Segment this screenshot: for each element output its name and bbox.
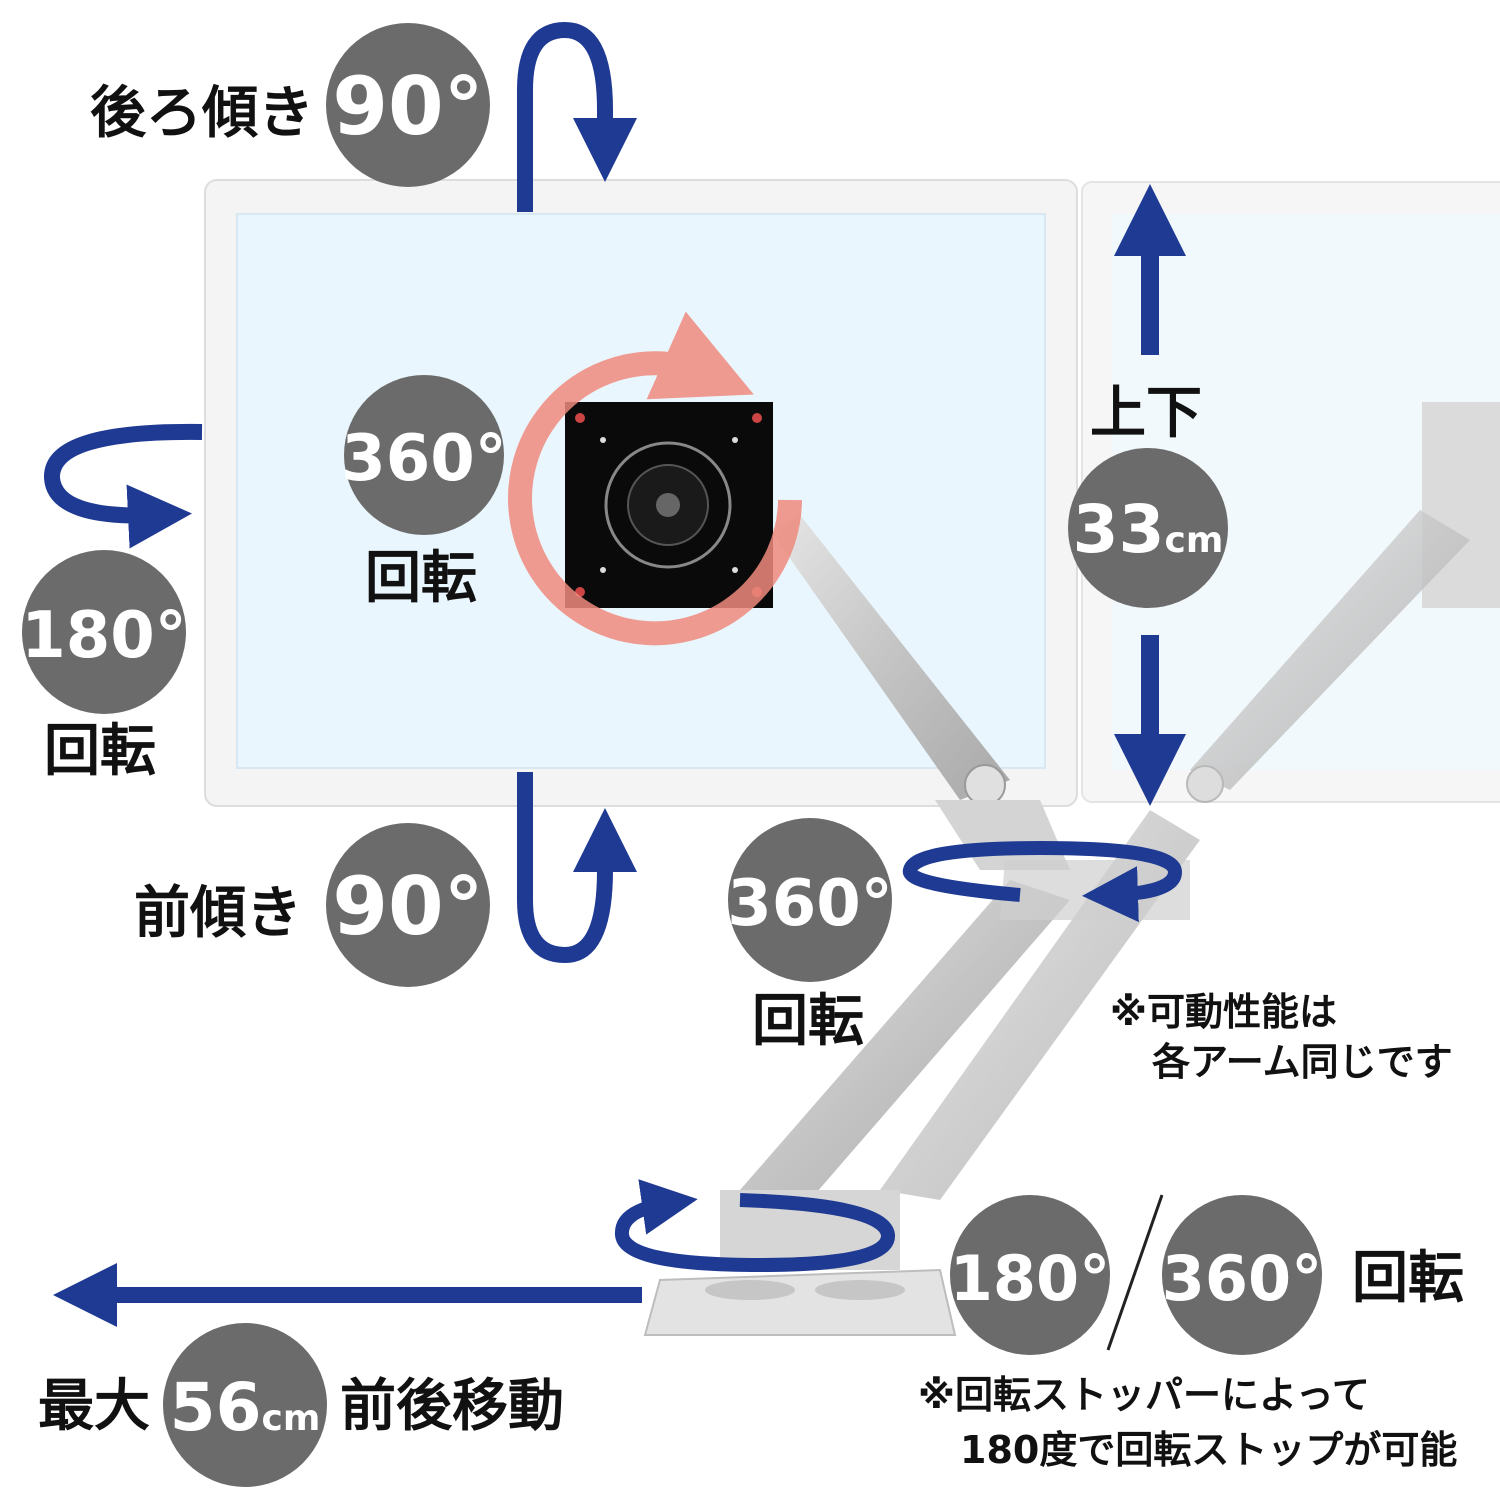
base-rotation-degrees-180: 180° — [950, 1242, 1110, 1315]
tilt-back-arrow — [517, 21, 637, 212]
height-number: 33 — [1073, 491, 1165, 568]
note-same-line2: 各アーム同じです — [1152, 1040, 1453, 1084]
badge-divider — [1106, 1194, 1164, 1351]
depth-number: 56 — [170, 1369, 262, 1446]
depth-prefix: 最大 — [38, 1374, 150, 1439]
elbow-rotation-badge — [728, 818, 892, 982]
base-rotation-degrees-360: 360° — [1162, 1242, 1322, 1315]
tilt-back-degrees: 90° — [332, 60, 483, 153]
height-value: 33cm — [1073, 491, 1224, 568]
height-unit: cm — [1165, 520, 1224, 561]
depth-unit: cm — [262, 1398, 321, 1439]
height-label: 上下 — [1090, 381, 1202, 446]
note-stopper-line2: 180度で回転ストップが可能 — [960, 1428, 1457, 1472]
side-swivel-degrees: 180° — [21, 599, 187, 673]
tilt-back-label: 後ろ傾き — [90, 81, 314, 146]
tilt-back-badge — [326, 23, 490, 187]
side-swivel-badge — [22, 550, 186, 714]
base-rotation-badge-360 — [1162, 1195, 1322, 1355]
monitor-rotation-ring — [508, 311, 802, 646]
height-badge — [1068, 448, 1228, 608]
monitor-rotation-degrees: 360° — [341, 422, 507, 496]
note-same-line1: ※可動性能は — [1110, 990, 1337, 1034]
vesa-mount-plate — [565, 402, 773, 608]
elbow-rotation-label: 回転 — [752, 989, 864, 1054]
side-swivel-arrow — [44, 423, 203, 549]
side-swivel-label: 回転 — [44, 719, 156, 784]
elbow-rotation-degrees: 360° — [727, 867, 893, 941]
monitor-rotation-label: 回転 — [365, 546, 477, 611]
base-rotation-badge-180 — [950, 1195, 1110, 1355]
tilt-forward-label: 前傾き — [134, 881, 302, 946]
elbow-rotation-arrow — [902, 840, 1183, 923]
base-rotation-label: 回転 — [1352, 1246, 1464, 1311]
monitor-rotation-badge — [344, 375, 504, 535]
base-rotation-arrow — [615, 1179, 895, 1273]
tilt-forward-degrees: 90° — [332, 860, 483, 953]
depth-value: 56cm — [170, 1369, 321, 1446]
note-stopper-line1: ※回転ストッパーによって — [918, 1373, 1370, 1417]
depth-badge — [163, 1323, 327, 1487]
tilt-forward-arrow — [517, 772, 637, 964]
tilt-forward-badge — [326, 823, 490, 987]
depth-suffix: 前後移動 — [340, 1374, 564, 1439]
